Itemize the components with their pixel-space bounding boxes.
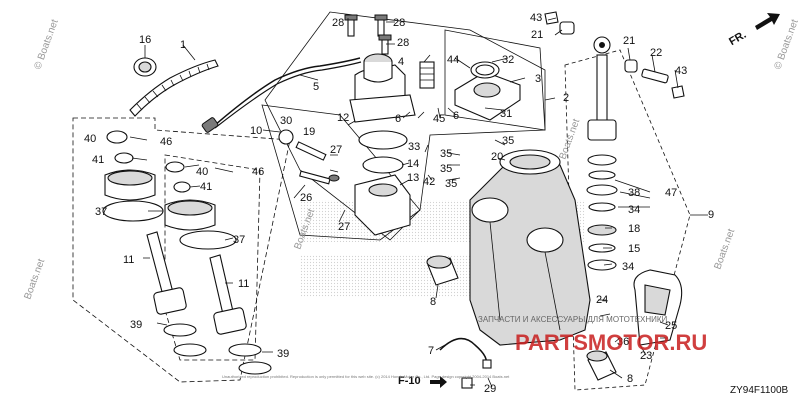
callout-36: 36 (617, 336, 629, 348)
callout-43a: 43 (530, 12, 542, 24)
callout-23: 23 (640, 350, 652, 362)
callout-1: 1 (180, 39, 186, 51)
callout-26: 26 (300, 192, 312, 204)
section-ref: F-10 (398, 375, 421, 387)
callout-46a: 46 (160, 136, 172, 148)
callout-31: 31 (500, 108, 512, 120)
callout-9: 9 (708, 209, 714, 221)
watermark-site-2: © Boats.net (772, 18, 800, 71)
callout-46b: 46 (252, 166, 264, 178)
watermark-site-6: Boats.net (557, 117, 582, 161)
part-pistons-11 (146, 231, 272, 375)
callout-21b: 21 (623, 35, 635, 47)
part-valves-left (102, 130, 237, 250)
part-cups-8 (426, 255, 617, 381)
callout-24: 24 (596, 294, 608, 306)
part-reservoir-23 (633, 269, 683, 346)
watermark-site-5: Boats.net (712, 227, 737, 271)
callout-3: 3 (535, 73, 541, 85)
callout-22: 22 (650, 47, 662, 59)
callout-40a: 40 (84, 133, 96, 145)
callout-44: 44 (447, 54, 459, 66)
callout-45: 45 (433, 113, 445, 125)
callout-39a: 39 (130, 319, 142, 331)
callout-35a: 35 (440, 148, 452, 160)
callout-47: 47 (665, 187, 677, 199)
callout-19: 19 (303, 126, 315, 138)
part-bolts-28 (344, 14, 392, 55)
callout-34a: 34 (628, 204, 640, 216)
callout-28a: 28 (332, 17, 344, 29)
callout-11b: 11 (238, 278, 249, 290)
callout-11a: 11 (123, 254, 134, 266)
callout-16: 16 (139, 34, 151, 46)
direction-indicator: FR. (727, 13, 780, 48)
callout-42: 42 (423, 176, 435, 188)
callout-13: 13 (407, 172, 419, 184)
callout-35d: 35 (502, 135, 514, 147)
callout-40b: 40 (196, 166, 208, 178)
callout-27a: 27 (330, 144, 342, 156)
callout-34b: 34 (622, 261, 634, 273)
callout-43b: 43 (675, 65, 687, 77)
part-cable-5 (201, 57, 362, 133)
callout-38: 38 (628, 187, 640, 199)
callout-37a: 37 (95, 206, 107, 218)
leader-lines (129, 17, 708, 388)
callout-10: 10 (250, 125, 262, 137)
part-fittings-top (544, 11, 685, 99)
callout-6a: 6 (395, 113, 401, 125)
part-motor-4 (349, 53, 435, 123)
callout-41b: 41 (200, 181, 212, 193)
callout-2: 2 (563, 92, 569, 104)
callout-7: 7 (428, 345, 434, 357)
callout-4: 4 (398, 56, 404, 68)
callout-35b: 35 (440, 163, 452, 175)
callout-28b: 28 (393, 17, 405, 29)
part-hose-1 (129, 57, 219, 117)
part-screws-30 (278, 129, 340, 185)
copyright-text: Unauthorized reproduction prohibited. Re… (222, 374, 510, 379)
callout-30: 30 (280, 115, 292, 127)
diagram-code: ZY94F1100B (730, 385, 789, 396)
callout-5: 5 (313, 81, 319, 93)
part-clip-7 (439, 337, 492, 389)
callout-labels: 1 2 3 4 5 6 6 7 8 8 9 10 11 11 12 13 14 … (84, 12, 714, 395)
watermark-site-4: Boats.net (22, 257, 47, 301)
callout-37b: 37 (233, 234, 245, 246)
shop-watermark-text: ЗАПЧАСТИ И АКСЕССУАРЫ ДЛЯ МОТОТЕХНИКИ (478, 315, 668, 324)
callout-21a: 21 (531, 29, 543, 41)
part-rod-9 (586, 36, 618, 271)
callout-20: 20 (491, 151, 503, 163)
watermark-site-1: © Boats.net (32, 18, 60, 71)
callout-25: 25 (665, 320, 677, 332)
callout-32: 32 (502, 54, 514, 66)
callout-28c: 28 (397, 37, 409, 49)
callout-15: 15 (628, 243, 640, 255)
callout-29: 29 (484, 383, 496, 395)
callout-33: 33 (408, 141, 420, 153)
part-housing (469, 149, 591, 346)
callout-35c: 35 (445, 178, 457, 190)
callout-8b: 8 (627, 373, 633, 385)
callout-8a: 8 (430, 296, 436, 308)
direction-arrow-icon (755, 13, 780, 30)
callout-12: 12 (337, 112, 349, 124)
part-valve-3 (454, 61, 521, 121)
callout-18: 18 (628, 223, 640, 235)
callout-27b: 27 (338, 221, 350, 233)
callout-6b: 6 (453, 110, 459, 122)
callout-14: 14 (407, 158, 419, 170)
shop-watermark-brand: PARTSMOTOR.RU (515, 330, 707, 355)
direction-label: FR. (727, 29, 748, 48)
callout-39b: 39 (277, 348, 289, 360)
part-valve-14 (354, 130, 411, 236)
section-ref-arrow-icon (430, 376, 447, 388)
callout-41a: 41 (92, 154, 104, 166)
